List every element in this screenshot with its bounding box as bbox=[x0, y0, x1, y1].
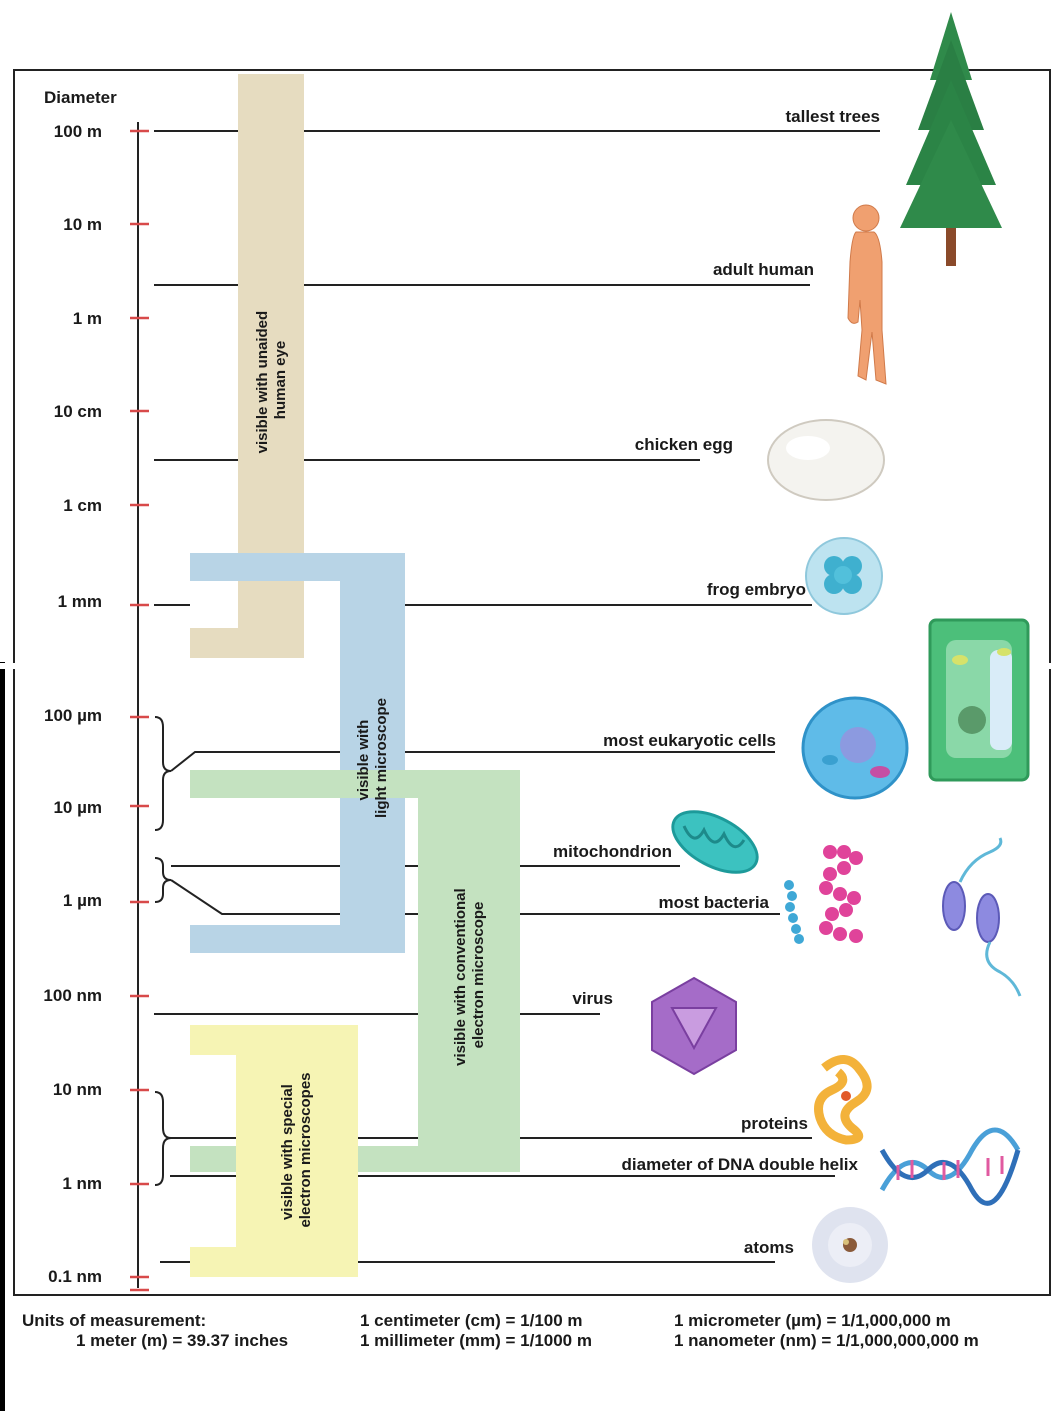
label-proteins: proteins bbox=[741, 1114, 808, 1133]
bacteria-brace bbox=[155, 858, 171, 902]
electron-band-label-line1: visible with conventional bbox=[452, 888, 469, 1066]
animal-cell-illustration bbox=[803, 698, 907, 798]
unit-millimeter: 1 millimeter (mm) = 1/1000 m bbox=[360, 1331, 592, 1351]
unit-micrometer: 1 micrometer (µm) = 1/1,000,000 m bbox=[674, 1311, 951, 1331]
tick-label-10cm: 10 cm bbox=[54, 402, 102, 421]
tick-label-10m: 10 m bbox=[63, 215, 102, 234]
label-frog-embryo: frog embryo bbox=[707, 580, 806, 599]
units-title: Units of measurement: bbox=[22, 1311, 206, 1331]
label-virus: virus bbox=[572, 989, 613, 1008]
electron-band-label: visible with conventional electron micro… bbox=[452, 884, 487, 1066]
eukaryotic-leader-left bbox=[171, 752, 340, 771]
tick-label-100nm: 100 nm bbox=[43, 986, 102, 1005]
eye-band-label-line2: human eye bbox=[272, 341, 289, 419]
proteins-brace bbox=[155, 1092, 171, 1185]
left-edge-bar bbox=[0, 662, 5, 1411]
range-braces bbox=[155, 717, 171, 1185]
bacteria-illustration bbox=[784, 838, 1020, 996]
tree-illustration bbox=[900, 12, 1002, 266]
human-illustration bbox=[848, 205, 886, 384]
tick-label-1nm: 1 nm bbox=[62, 1174, 102, 1193]
tick-label-100um: 100 µm bbox=[44, 706, 102, 725]
special-band-label-line1: visible with special bbox=[279, 1084, 296, 1220]
tick-labels: 100 m 10 m 1 m 10 cm 1 cm 1 mm 100 µm 10… bbox=[43, 122, 102, 1286]
bacteria-leader-left bbox=[171, 880, 340, 914]
tick-label-10um: 10 µm bbox=[53, 798, 102, 817]
atom-illustration bbox=[812, 1207, 888, 1283]
label-tallest-trees: tallest trees bbox=[786, 107, 881, 126]
tick-label-1um: 1 µm bbox=[63, 891, 102, 910]
label-most-bacteria: most bacteria bbox=[658, 893, 769, 912]
tick-label-0.1nm: 0.1 nm bbox=[48, 1267, 102, 1286]
light-band-label-line1: visible with bbox=[355, 720, 372, 801]
egg-illustration bbox=[768, 420, 884, 500]
tick-label-100m: 100 m bbox=[54, 122, 102, 141]
unit-nanometer: 1 nanometer (nm) = 1/1,000,000,000 m bbox=[674, 1331, 979, 1351]
item-labels: tallest trees adult human chicken egg fr… bbox=[553, 107, 880, 1257]
electron-band-label-line2: electron microscope bbox=[470, 902, 487, 1049]
plant-cell-illustration bbox=[930, 620, 1028, 780]
scale-title: Diameter bbox=[44, 88, 117, 107]
label-atoms: atoms bbox=[744, 1238, 794, 1257]
tick-label-1mm: 1 mm bbox=[58, 592, 102, 611]
protein-illustration bbox=[819, 1059, 868, 1140]
label-eukaryotic-cells: most eukaryotic cells bbox=[603, 731, 776, 750]
tick-marks bbox=[130, 131, 149, 1290]
unit-centimeter: 1 centimeter (cm) = 1/100 m bbox=[360, 1311, 583, 1331]
virus-illustration bbox=[652, 978, 736, 1074]
tick-label-1m: 1 m bbox=[73, 309, 102, 328]
tick-label-10nm: 10 nm bbox=[53, 1080, 102, 1099]
mitochondrion-illustration bbox=[663, 799, 767, 885]
figure-frame bbox=[14, 70, 1050, 1295]
label-dna-helix: diameter of DNA double helix bbox=[622, 1155, 859, 1174]
tick-label-1cm: 1 cm bbox=[63, 496, 102, 515]
special-band-label-line2: electron microscopes bbox=[297, 1072, 314, 1227]
eukaryotic-brace bbox=[155, 717, 171, 830]
light-band-label-line2: light microscope bbox=[373, 698, 390, 818]
label-chicken-egg: chicken egg bbox=[635, 435, 733, 454]
frog-embryo-illustration bbox=[806, 538, 882, 614]
label-mitochondrion: mitochondrion bbox=[553, 842, 672, 861]
light-band-label: visible with light microscope bbox=[355, 698, 390, 818]
unit-meter: 1 meter (m) = 39.37 inches bbox=[76, 1331, 288, 1351]
eye-band-label-line1: visible with unaided bbox=[254, 311, 271, 454]
dna-helix-illustration bbox=[882, 1130, 1018, 1203]
special-band-label: visible with special electron microscope… bbox=[279, 1072, 314, 1227]
label-adult-human: adult human bbox=[713, 260, 814, 279]
